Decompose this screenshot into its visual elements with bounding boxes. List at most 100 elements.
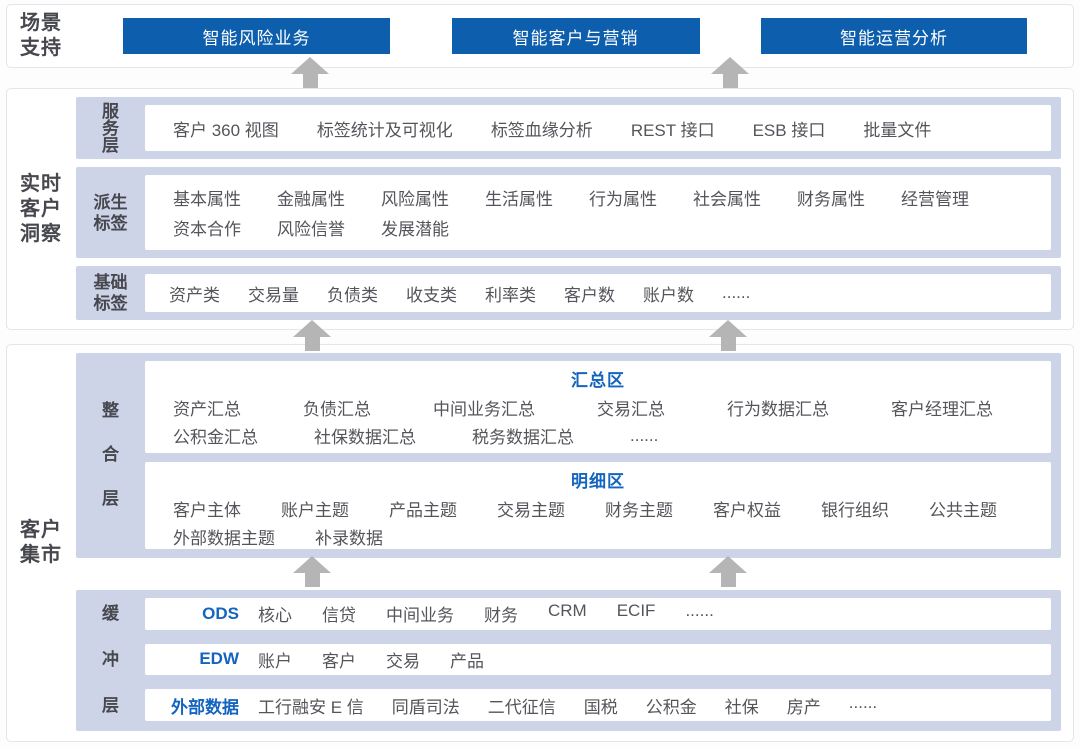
up-arrow-icon <box>293 556 331 587</box>
integration-layer-block: 整合层 汇总区 资产汇总负债汇总中间业务汇总交易汇总行为数据汇总客户经理汇总 公… <box>76 353 1061 558</box>
label-line: 基础 <box>93 273 128 292</box>
summary-line-1: 资产汇总负债汇总中间业务汇总交易汇总行为数据汇总客户经理汇总 <box>145 395 1051 420</box>
external-data-item: 二代征信 <box>487 697 556 717</box>
basic-tags-items: 资产类交易量负债类收支类利率类客户数账户数...... <box>145 274 1051 312</box>
detail-item: 财务主题 <box>605 500 673 520</box>
external-data-row: 外部数据 工行融安 E 信同盾司法二代征信国税公积金社保房产...... <box>145 689 1051 721</box>
detail-area-box: 明细区 客户主体账户主题产品主题交易主题财务主题客户权益银行组织公共主题 外部数… <box>145 461 1051 549</box>
detail-area-title: 明细区 <box>571 471 625 491</box>
edw-source-name: EDW <box>199 649 239 669</box>
derived-tag-item: 社会属性 <box>693 190 761 209</box>
basic-tag-item: 账户数 <box>643 285 694 305</box>
detail-item: 补录数据 <box>315 528 383 548</box>
label-char: 合 <box>102 445 119 465</box>
external-data-items: 工行融安 E 信同盾司法二代征信国税公积金社保房产...... <box>258 693 877 718</box>
summary-area-title: 汇总区 <box>571 371 625 390</box>
label-char: 缓 <box>102 604 119 624</box>
external-data-source-name: 外部数据 <box>171 697 239 717</box>
label-char: 层 <box>102 489 119 509</box>
derived-tag-item: 金融属性 <box>277 190 345 209</box>
basic-tag-item: 负债类 <box>327 285 378 305</box>
detail-item: 外部数据主题 <box>173 528 275 548</box>
summary-item: 客户经理汇总 <box>891 400 993 419</box>
edw-item: 交易 <box>386 651 420 671</box>
detail-item: 客户主体 <box>173 500 241 520</box>
detail-item: 客户权益 <box>713 500 781 520</box>
derived-tags-label: 派生标签 <box>76 167 145 258</box>
derived-tag-item: 生活属性 <box>485 190 553 209</box>
label-char: 务 <box>102 118 119 138</box>
edw-item: 产品 <box>450 651 484 671</box>
ods-item: ...... <box>685 601 714 621</box>
service-item: 批量文件 <box>863 120 932 140</box>
derived-tag-item: 行为属性 <box>589 190 657 209</box>
external-data-item: 社保 <box>724 697 759 717</box>
scenario-button[interactable]: 智能运营分析 <box>761 18 1027 54</box>
edw-items: 账户客户交易产品 <box>258 647 484 672</box>
detail-item: 银行组织 <box>821 500 889 520</box>
summary-item: 社保数据汇总 <box>314 428 416 447</box>
realtime-insight-label: 实时客户洞察 <box>7 89 76 329</box>
service-item: 标签血缘分析 <box>490 120 593 140</box>
up-arrow-icon <box>293 320 331 351</box>
scenario-button[interactable]: 智能客户与营销 <box>451 18 700 54</box>
customer-mart-content: 整合层 汇总区 资产汇总负债汇总中间业务汇总交易汇总行为数据汇总客户经理汇总 公… <box>76 345 1073 741</box>
summary-item: 中间业务汇总 <box>433 400 535 419</box>
label-line: 派生 <box>93 192 128 212</box>
label-line: 客户 <box>20 197 62 220</box>
derived-tag-item: 财务属性 <box>797 190 865 209</box>
basic-tags-row: 基础标签 资产类交易量负债类收支类利率类客户数账户数...... <box>76 266 1061 320</box>
basic-tags-label: 基础标签 <box>76 266 145 320</box>
label-char: 冲 <box>102 650 119 670</box>
basic-tag-item: 交易量 <box>248 285 299 305</box>
summary-item: 交易汇总 <box>597 400 665 419</box>
edw-item: 客户 <box>322 651 356 671</box>
service-layer-label: 服务层 <box>76 97 145 159</box>
service-item: REST 接口 <box>630 120 715 140</box>
derived-tags-row: 派生标签 基本属性金融属性风险属性生活属性行为属性社会属性财务属性经营管理 资本… <box>76 167 1061 258</box>
up-arrow-icon <box>291 57 329 88</box>
label-line: 场景 <box>20 12 62 34</box>
edw-row: EDW 账户客户交易产品 <box>145 643 1051 676</box>
summary-item: 税务数据汇总 <box>472 428 574 447</box>
label-char: 层 <box>102 135 119 155</box>
external-data-item: 工行融安 E 信 <box>258 697 364 717</box>
scenario-button[interactable]: 智能风险业务 <box>123 18 390 54</box>
buffer-layer-label: 缓冲层 <box>76 590 145 731</box>
service-item: ESB 接口 <box>752 120 826 140</box>
label-line: 标签 <box>93 294 128 313</box>
derived-tag-item: 资本合作 <box>173 220 241 239</box>
summary-item: ...... <box>630 425 659 445</box>
summary-item: 公积金汇总 <box>173 428 258 447</box>
derived-tags-box: 基本属性金融属性风险属性生活属性行为属性社会属性财务属性经营管理 资本合作风险信… <box>145 175 1051 250</box>
ods-source-name: ODS <box>202 603 239 623</box>
summary-item: 负债汇总 <box>303 400 371 419</box>
ods-item: CRM <box>548 601 587 621</box>
detail-line-1: 客户主体账户主题产品主题交易主题财务主题客户权益银行组织公共主题 <box>145 496 1051 521</box>
external-data-item: 同盾司法 <box>391 697 460 717</box>
up-arrow-icon <box>709 320 747 351</box>
scenario-support-label: 场景支持 <box>7 11 76 61</box>
derived-tags-line-2: 资本合作风险信誉发展潜能 <box>145 215 1051 240</box>
detail-line-2: 外部数据主题 补录数据 <box>145 524 1051 549</box>
label-line: 洞察 <box>20 222 62 245</box>
basic-tag-item: 资产类 <box>169 285 220 305</box>
summary-item: 资产汇总 <box>173 400 241 419</box>
scenario-support-section: 场景支持 智能风险业务 智能客户与营销 智能运营分析 <box>6 4 1074 68</box>
integration-layer-label: 整合层 <box>76 353 145 558</box>
label-line: 客户 <box>20 519 62 541</box>
up-arrow-icon <box>709 556 747 587</box>
ods-item: 核心 <box>258 606 292 626</box>
detail-item: 产品主题 <box>389 500 457 520</box>
external-data-item: ...... <box>848 692 878 712</box>
derived-tag-item: 风险信誉 <box>277 220 345 239</box>
summary-area-box: 汇总区 资产汇总负债汇总中间业务汇总交易汇总行为数据汇总客户经理汇总 公积金汇总… <box>145 361 1051 453</box>
basic-tag-item: ...... <box>722 283 751 302</box>
